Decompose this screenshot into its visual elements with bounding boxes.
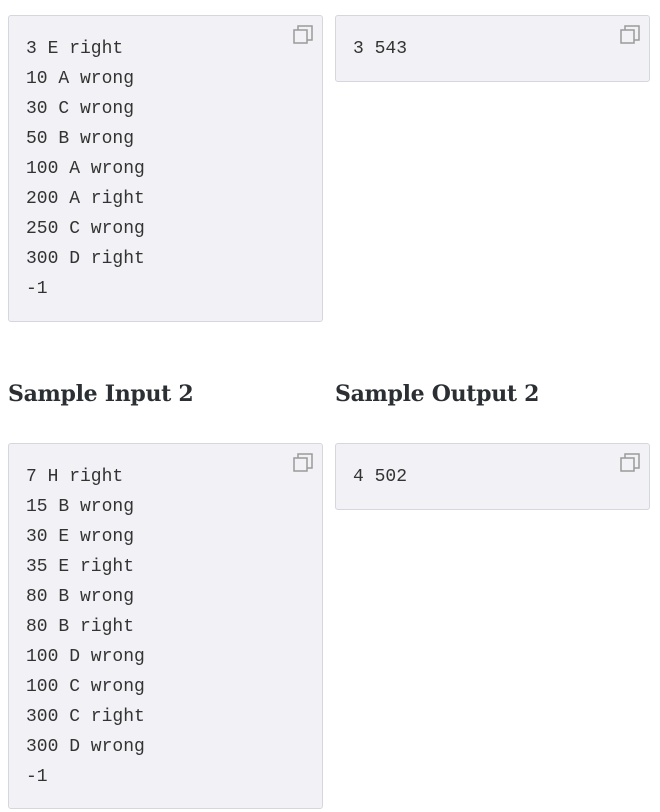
code-line: 15 B wrong [26,497,135,517]
code-line: -1 [26,767,48,787]
sample-output-2-heading: Sample Output 2 [335,381,540,407]
sample-input-2-heading: Sample Input 2 [8,381,194,407]
code-line: 7 H right [26,467,124,487]
code-line: 100 C wrong [26,677,145,697]
code-line: 80 B right [26,617,135,637]
code-line: 30 C wrong [26,99,135,119]
sample-output-1-code: 3 543 [336,16,649,64]
code-line: 10 A wrong [26,69,135,89]
sample-output-1-block: 3 543 [335,15,650,82]
code-line: 300 D wrong [26,737,145,757]
copy-icon[interactable] [293,25,313,45]
code-line: 300 D right [26,249,145,269]
code-line: 300 C right [26,707,145,727]
sample-input-2-code: 7 H right 15 B wrong 30 E wrong 35 E right 8… [9,444,322,792]
code-line: 4 502 [353,467,408,487]
sample-output-2-block: 4 502 [335,443,650,510]
code-line: 3 543 [353,39,408,59]
copy-icon[interactable] [620,25,640,45]
code-line: -1 [26,279,48,299]
code-line: 200 A right [26,189,145,209]
sample-input-1-block: 3 E right 10 A wrong 30 C wrong 50 B wrong 1… [8,15,323,322]
code-line: 50 B wrong [26,129,135,149]
code-line: 30 E wrong [26,527,135,547]
code-line: 80 B wrong [26,587,135,607]
copy-icon[interactable] [620,453,640,473]
code-line: 3 E right [26,39,124,59]
copy-icon[interactable] [293,453,313,473]
code-line: 100 A wrong [26,159,145,179]
sample-input-1-code: 3 E right 10 A wrong 30 C wrong 50 B wrong 1… [9,16,322,304]
sample-output-2-code: 4 502 [336,444,649,492]
code-line: 35 E right [26,557,135,577]
code-line: 250 C wrong [26,219,145,239]
sample-input-2-block: 7 H right 15 B wrong 30 E wrong 35 E right 8… [8,443,323,809]
code-line: 100 D wrong [26,647,145,667]
